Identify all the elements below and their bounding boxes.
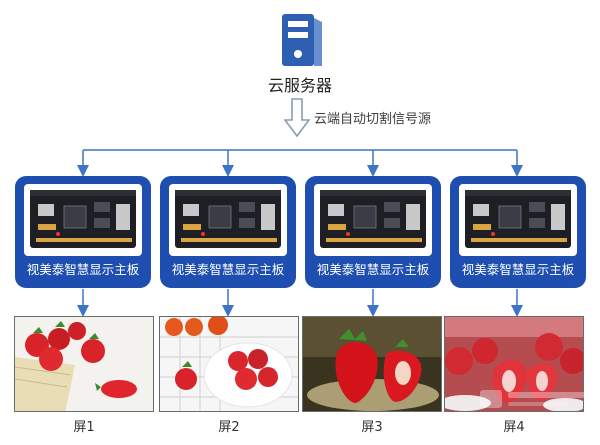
server-label: 云服务器 bbox=[267, 76, 332, 95]
board-label: 视美泰智慧显示主板 bbox=[26, 262, 140, 277]
watermark-logo bbox=[480, 390, 592, 408]
board-card-3: 视美泰智慧显示主板 bbox=[305, 176, 441, 288]
strawberries-on-placemat-image bbox=[15, 317, 153, 411]
board-card-2: 视美泰智慧显示主板 bbox=[160, 176, 296, 288]
screen-label: 屏1 bbox=[73, 420, 95, 435]
screen-2-image bbox=[159, 316, 299, 412]
circuit-board-icon bbox=[175, 190, 281, 248]
screen-label: 屏2 bbox=[218, 420, 240, 435]
board-image bbox=[459, 184, 577, 256]
board-card-1: 视美泰智慧显示主板 bbox=[15, 176, 151, 288]
circuit-board-icon bbox=[465, 190, 571, 248]
server-icon bbox=[282, 14, 322, 66]
screen-4-image bbox=[444, 316, 584, 412]
board-label: 视美泰智慧显示主板 bbox=[316, 262, 430, 277]
board-image bbox=[24, 184, 142, 256]
strawberries-and-tomatoes-image bbox=[160, 317, 298, 411]
circuit-board-icon bbox=[30, 190, 136, 248]
screen-1-image bbox=[14, 316, 154, 412]
screen-label: 屏3 bbox=[361, 420, 383, 435]
signal-label: 云端自动切割信号源 bbox=[314, 112, 432, 127]
halved-strawberries-image bbox=[445, 317, 583, 411]
board-image bbox=[314, 184, 432, 256]
screen-3-image bbox=[302, 316, 442, 412]
board-image bbox=[169, 184, 287, 256]
board-label: 视美泰智慧显示主板 bbox=[461, 262, 575, 277]
board-card-4: 视美泰智慧显示主板 bbox=[450, 176, 586, 288]
circuit-board-icon bbox=[320, 190, 426, 248]
screen-label: 屏4 bbox=[503, 420, 525, 435]
strawberries-on-glass-plate-image bbox=[303, 317, 441, 411]
down-arrow-icon bbox=[284, 98, 310, 138]
board-label: 视美泰智慧显示主板 bbox=[171, 262, 285, 277]
